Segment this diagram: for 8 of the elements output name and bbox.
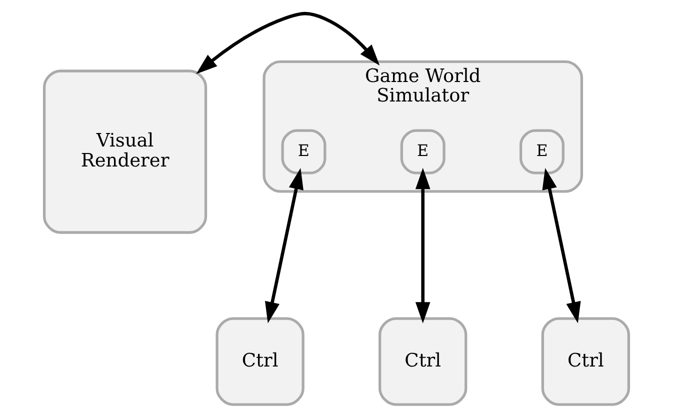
arrow [264, 168, 304, 324]
arrow [542, 168, 581, 324]
node-box: Ctrl [541, 317, 630, 406]
node-box: Ctrl [378, 317, 468, 406]
arrow [196, 12, 380, 74]
node-box: Visual Renderer [42, 70, 208, 234]
arrow [415, 168, 430, 324]
node-box: Ctrl [216, 317, 304, 406]
